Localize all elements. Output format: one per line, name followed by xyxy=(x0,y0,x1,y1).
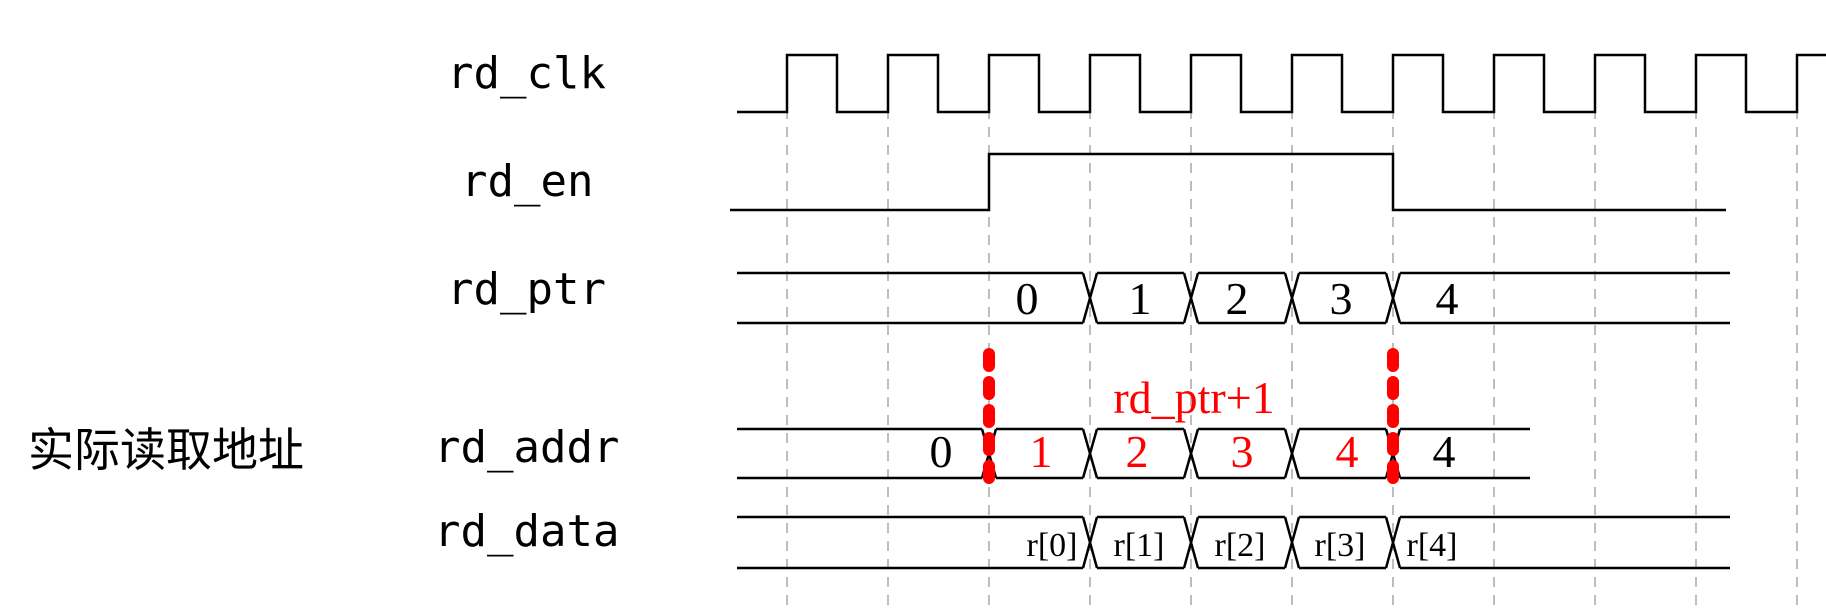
rd-ptr-value: 4 xyxy=(1436,273,1459,324)
rd-data-bus xyxy=(737,515,1730,570)
rd-ptr-value: 1 xyxy=(1129,273,1152,324)
rd-addr-value: 4 xyxy=(1336,426,1359,477)
rd-data-value: r[3] xyxy=(1315,527,1366,564)
actual-read-address-label: 实际读取地址 xyxy=(28,423,304,477)
signal-label-rd-data: rd_data xyxy=(434,506,619,557)
signal-label-rd-addr: rd_addr xyxy=(434,422,619,473)
rd-data-value: r[0] xyxy=(1027,527,1078,564)
rd-data-bus-lines xyxy=(737,515,1730,570)
rd-addr-value: 1 xyxy=(1030,426,1053,477)
rd-data-value: r[4] xyxy=(1407,527,1458,564)
rd-ptr-plus-one-label: rd_ptr+1 xyxy=(1113,372,1274,423)
rd-ptr-value: 3 xyxy=(1330,273,1353,324)
clock-grid-lines xyxy=(786,55,1798,610)
rd-en-waveform xyxy=(730,152,1726,212)
highlight-dashed-markers xyxy=(983,348,1399,494)
signal-label-rd-clk: rd_clk xyxy=(447,48,606,99)
rd-addr-value: 0 xyxy=(930,426,953,477)
rd-data-value: r[2] xyxy=(1215,527,1266,564)
rd-addr-value: 2 xyxy=(1126,426,1149,477)
rd-addr-value: 3 xyxy=(1231,426,1254,477)
rd-ptr-value: 2 xyxy=(1226,273,1249,324)
rd-ptr-bus-lines xyxy=(737,271,1730,325)
signal-label-rd-en: rd_en xyxy=(461,156,593,207)
rd-clk-waveform xyxy=(737,53,1826,114)
rd-ptr-bus xyxy=(737,271,1730,325)
rd-data-value: r[1] xyxy=(1114,527,1165,564)
signal-label-rd-ptr: rd_ptr xyxy=(447,264,606,315)
rd-addr-value: 4 xyxy=(1433,426,1456,477)
rd-ptr-value: 0 xyxy=(1016,273,1039,324)
